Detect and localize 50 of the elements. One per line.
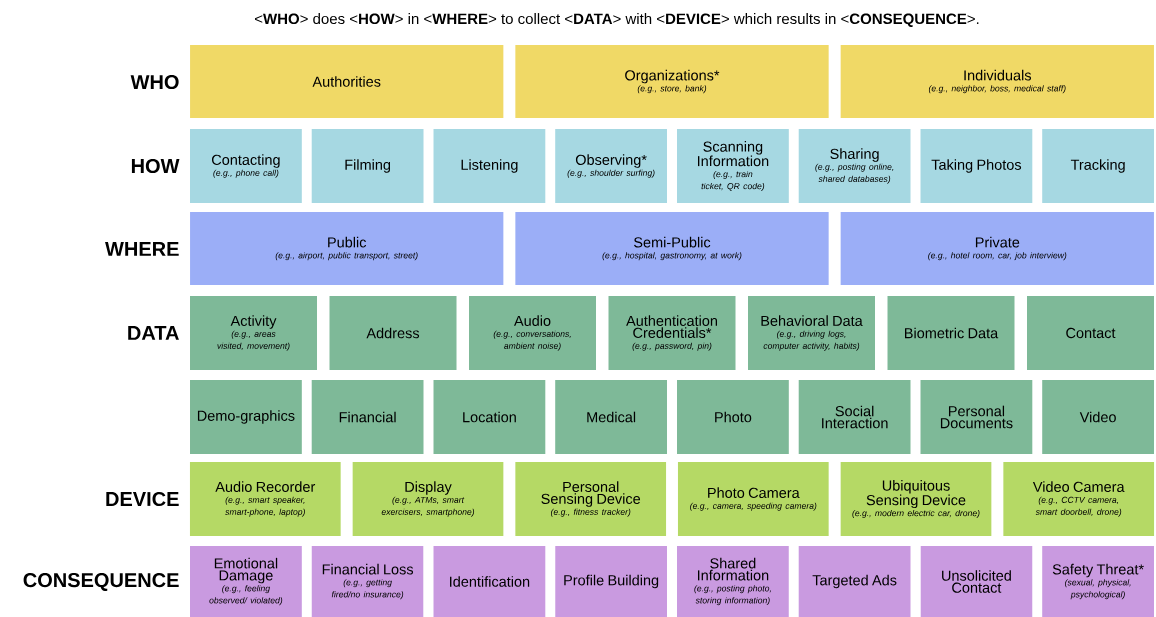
category-box: Social Interaction (798, 380, 911, 454)
category-box: Sharing (e.g., posting online, shared databases) (798, 129, 911, 203)
category-box: Photo (677, 380, 789, 454)
category-box: Shared Information (e.g., posting photo, storing information) (677, 546, 789, 617)
category-box: Private (e.g., hotel room, car, job interview) (840, 212, 1154, 285)
category-box: Video (1042, 380, 1154, 454)
category-box: Medical (555, 380, 667, 454)
category-box: Profile Building (555, 546, 667, 617)
category-box: Address (329, 296, 457, 370)
category-box: Scanning Information (e.g., train ticket, QR code) (677, 129, 789, 203)
category-box: Biometric Data (887, 296, 1015, 370)
category-box: Organizations* (e.g., store, bank) (515, 45, 829, 118)
category-box: Behavioral Data (e.g., driving logs, computer activity, habits) (748, 296, 875, 370)
title: <WHO> does <HOW> in <WHERE> to collect <DATA> with <DEVICE> which results in <CONSEQUENCE>. (255, 13, 979, 27)
category-box: Unsolicited Contact (920, 546, 1033, 617)
category-box: Financial (311, 380, 424, 454)
category-box: Public (e.g., airport, public transport, street) (190, 212, 504, 285)
category-box: Observing* (e.g., shoulder surfing) (555, 129, 667, 203)
category-box: Emotional Damage (e.g., feeling observed/ violated) (190, 546, 302, 617)
category-box: Filming (311, 129, 424, 203)
category-box: Ubiquitous Sensing Device (e.g., modern electric car, drone) (840, 462, 992, 536)
category-box: Audio (e.g., conversations, ambient noise) (469, 296, 596, 370)
category-box: Authorities (190, 45, 504, 118)
category-box: Safety Threat* (sexual, physical, psychological) (1042, 546, 1154, 617)
row-label: WHO (130, 74, 179, 90)
category-box: Financial Loss (e.g., getting fired/no insurance) (311, 546, 424, 617)
category-box: Taking Photos (920, 129, 1033, 203)
row-label: CONSEQUENCE (23, 573, 179, 591)
category-box: Audio Recorder (e.g., smart speaker, smart-phone, laptop) (189, 462, 341, 536)
category-box: Location (433, 380, 546, 454)
category-box: Demo-graphics (190, 380, 302, 454)
category-box: Listening (433, 129, 546, 203)
row-label: WHERE (105, 242, 179, 256)
category-box: Contacting (e.g., phone call) (190, 129, 302, 203)
category-box: Video Camera (e.g., CCTV camera, smart doorbell, drone) (1003, 462, 1155, 536)
category-box: Personal Sensing Device (e.g., fitness tracker) (515, 462, 667, 536)
category-box: Personal Documents (920, 380, 1033, 454)
row-label: DATA (128, 326, 179, 340)
category-box: Authentication Credentials* (e.g., password, pin) (608, 296, 736, 370)
category-box: Display (e.g., ATMs, smart exercisers, smartphone) (352, 462, 504, 536)
category-box: Identification (433, 546, 546, 617)
category-box: Semi-Public (e.g., hospital, gastronomy, at work) (515, 212, 829, 285)
row-label: DEVICE (106, 491, 179, 507)
category-box: Contact (1027, 296, 1154, 370)
row-label: HOW (131, 158, 180, 174)
category-box: Tracking (1042, 129, 1154, 203)
category-box: Photo Camera (e.g., camera, speeding camera) (677, 462, 829, 536)
category-box: Individuals (e.g., neighbor, boss, medical staff) (840, 45, 1154, 118)
category-box: Targeted Ads (798, 546, 911, 617)
category-box: Activity (e.g., areas visited, movement) (190, 296, 317, 370)
